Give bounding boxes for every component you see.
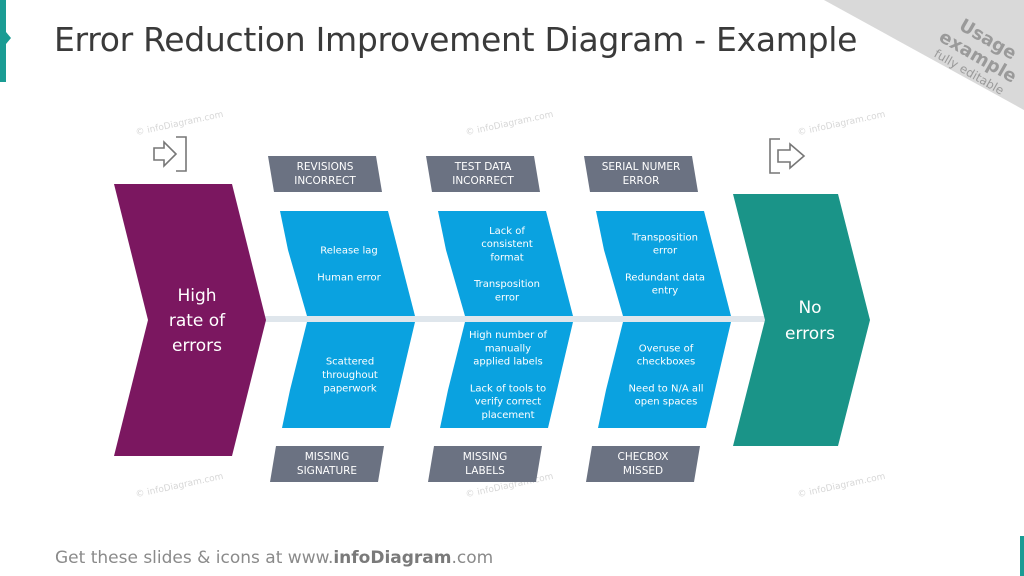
watermark-text: © infoDiagram.com <box>465 110 555 138</box>
start-chevron <box>114 184 266 456</box>
category-tag-top <box>426 156 540 192</box>
category-tag-bottom <box>270 446 384 482</box>
watermark-text: © infoDiagram.com <box>135 472 225 500</box>
exit-arrow-icon <box>769 138 806 174</box>
footer: Get these slides & icons at www.infoDiag… <box>55 548 493 568</box>
page-title: Error Reduction Improvement Diagram - Ex… <box>54 20 858 59</box>
diagram-spine <box>250 316 770 322</box>
footer-brand: infoDiagram <box>333 548 452 568</box>
cause-box-bottom <box>282 322 415 428</box>
cause-box-bottom <box>598 322 731 428</box>
category-tag-bottom <box>586 446 700 482</box>
category-tag-top <box>584 156 698 192</box>
right-accent-bar <box>1020 536 1024 576</box>
watermark-text: © infoDiagram.com <box>797 110 887 138</box>
cause-box-top <box>596 211 731 316</box>
left-accent-bar <box>0 0 11 82</box>
watermark-text: © infoDiagram.com <box>797 472 887 500</box>
category-tag-top <box>268 156 382 192</box>
usage-example-banner: Usage example fully editable <box>824 0 1024 110</box>
cause-box-top <box>438 211 573 316</box>
footer-prefix: Get these slides & icons at www. <box>55 548 334 568</box>
category-tag-bottom <box>428 446 542 482</box>
watermark-text: © infoDiagram.com <box>135 110 225 138</box>
enter-arrow-icon <box>153 136 187 172</box>
footer-suffix: .com <box>451 548 494 568</box>
cause-box-top <box>280 211 415 316</box>
end-chevron <box>733 194 870 446</box>
cause-box-bottom <box>440 322 573 428</box>
